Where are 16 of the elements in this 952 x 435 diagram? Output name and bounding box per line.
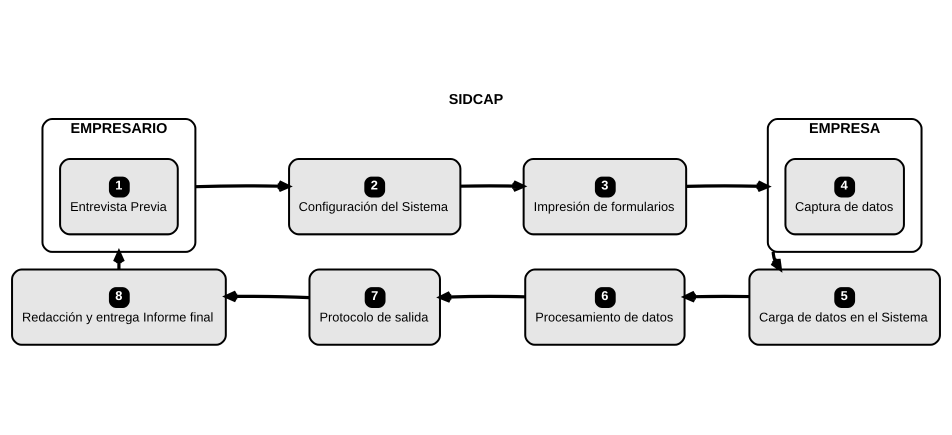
node-box: 6 Procesamiento de datos <box>524 268 686 346</box>
node-box: 5 Carga de datos en el Sistema <box>748 268 941 346</box>
node-box: 4 Captura de datos <box>784 158 905 236</box>
arrow <box>195 180 290 192</box>
arrow <box>770 252 782 271</box>
arrow <box>460 180 526 192</box>
arrow <box>686 180 770 192</box>
diagram-title: SIDCAP <box>448 92 504 108</box>
node-box: 7 Protocolo de salida <box>308 268 441 346</box>
arrow <box>438 291 526 303</box>
node-box: 3 Impresión de formularios <box>522 158 688 236</box>
node-box: 1 Entrevista Previa <box>59 158 179 236</box>
node-box: 8 Redacción y entrega Informe final <box>11 268 227 346</box>
arrow <box>683 290 750 303</box>
node-box: 2 Configuración del Sistema <box>288 158 462 236</box>
arrow <box>224 290 310 302</box>
